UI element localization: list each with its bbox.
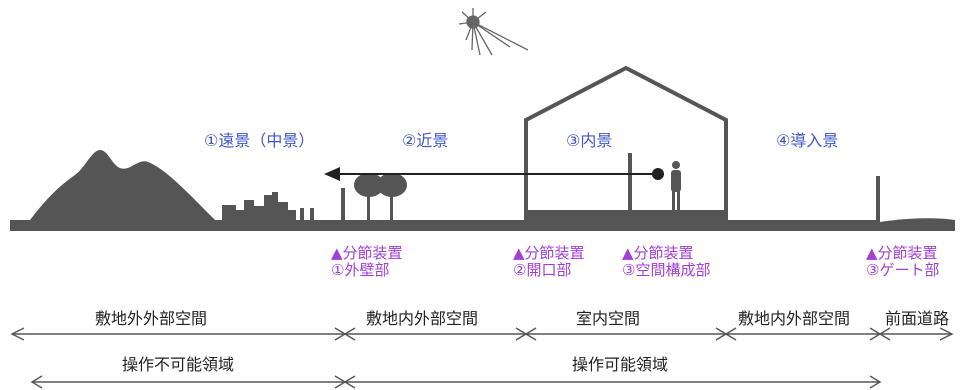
device-space-composition: ▲分節装置 ③空間構成部 [622,244,711,280]
device-title: ▲分節装置 [331,244,403,262]
label-near-view: ②近景 [402,131,449,150]
gate-post [876,176,880,221]
view-arrow [324,167,664,181]
device-title: ▲分節装置 [513,244,585,262]
device-title: ▲分節装置 [622,244,694,262]
device-sub: ②開口部 [513,261,572,280]
device-sub: ③ゲート部 [866,261,940,280]
space-dimension-line [10,327,954,341]
house-section [524,65,728,221]
space-inside-site-2: 敷地内外部空間 [738,309,851,328]
device-gate: ▲分節装置 ③ゲート部 [866,244,940,280]
exterior-wall-post [341,188,345,221]
road-surface [880,218,955,231]
device-opening: ▲分節装置 ②開口部 [513,244,585,280]
operation-operable: 操作可能領域 [572,355,669,374]
tree-icon [354,173,407,220]
label-entry-view: ④導入景 [776,131,839,150]
device-exterior-wall: ▲分節装置 ①外壁部 [331,244,403,280]
person-icon [671,161,681,210]
space-indoor: 室内空間 [576,309,641,328]
space-inside-site-1: 敷地内外部空間 [366,309,479,328]
label-far-view: ①遠景（中景） [204,131,315,150]
ground [10,220,880,231]
operation-not-operable: 操作不可能領域 [122,355,235,374]
sun-icon [458,8,529,56]
device-sub: ①外壁部 [331,261,390,280]
space-front-road: 前面道路 [885,309,950,328]
label-interior-view: ③内景 [566,131,613,150]
operation-dimension-line [30,375,882,389]
device-title: ▲分節装置 [866,244,938,262]
device-sub: ③空間構成部 [622,261,711,280]
city-buildings [222,192,314,220]
mountain-shape [30,150,215,220]
space-outside-site: 敷地外外部空間 [95,309,208,328]
